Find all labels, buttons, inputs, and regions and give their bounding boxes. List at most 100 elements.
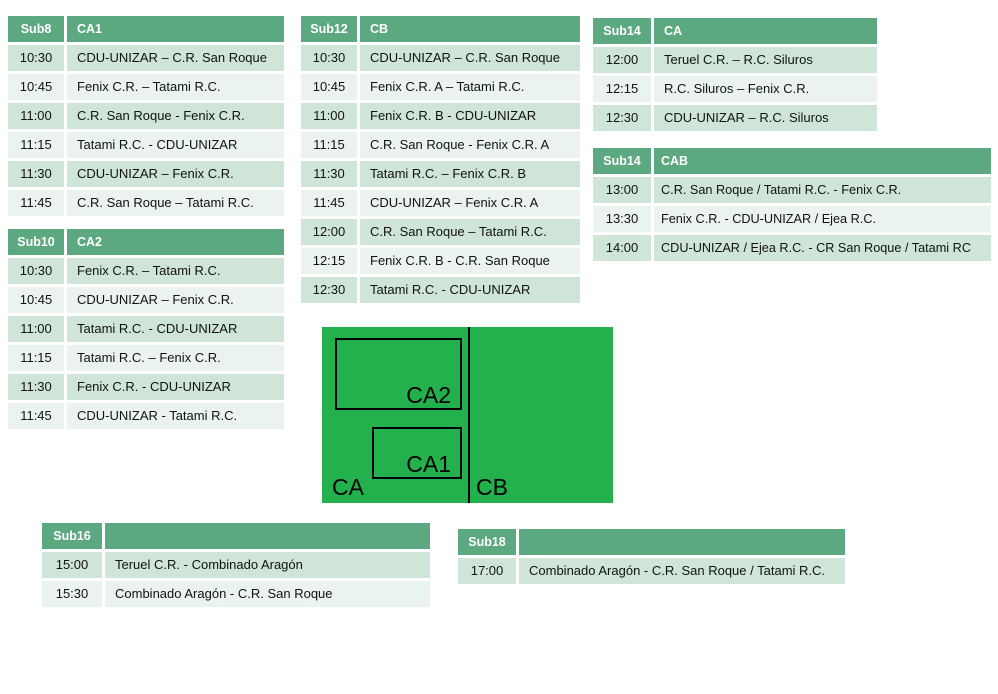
- pitch-diagram: CA2 CA1 CA CB: [322, 327, 613, 503]
- match-time: 17:00: [458, 558, 516, 584]
- match-teams: Fenix C.R. A – Tatami R.C.: [360, 74, 580, 100]
- match-teams: CDU-UNIZAR / Ejea R.C. - CR San Roque / …: [654, 235, 991, 261]
- match-teams: CDU-UNIZAR – Fenix C.R.: [67, 287, 284, 313]
- area-header: CA1: [67, 16, 284, 42]
- match-time: 11:45: [301, 190, 357, 216]
- match-time: 12:15: [593, 76, 651, 102]
- match-teams: R.C. Siluros – Fenix C.R.: [654, 76, 877, 102]
- pitch-area-ca2-label: CA2: [406, 381, 451, 408]
- match-time: 10:45: [301, 74, 357, 100]
- match-teams: Tatami R.C. - CDU-UNIZAR: [360, 277, 580, 303]
- match-time: 12:30: [593, 105, 651, 131]
- match-teams: CDU-UNIZAR - Tatami R.C.: [67, 403, 284, 429]
- match-teams: C.R. San Roque – Tatami R.C.: [360, 219, 580, 245]
- pitch-zone-cb-label: CB: [476, 473, 508, 500]
- match-teams: Tatami R.C. – Fenix C.R. B: [360, 161, 580, 187]
- match-time: 10:45: [8, 74, 64, 100]
- match-time: 10:30: [8, 258, 64, 284]
- area-header: CA2: [67, 229, 284, 255]
- match-time: 11:15: [8, 132, 64, 158]
- area-header: [519, 529, 845, 555]
- pitch-area-ca2: CA2: [335, 338, 462, 410]
- area-header: CB: [360, 16, 580, 42]
- match-teams: Fenix C.R. B - C.R. San Roque: [360, 248, 580, 274]
- match-time: 10:30: [301, 45, 357, 71]
- area-header: [105, 523, 430, 549]
- match-teams: Combinado Aragón - C.R. San Roque: [105, 581, 430, 607]
- match-teams: C.R. San Roque / Tatami R.C. - Fenix C.R…: [654, 177, 991, 203]
- pitch-zone-ca-label: CA: [332, 473, 364, 500]
- match-time: 10:30: [8, 45, 64, 71]
- match-teams: Tatami R.C. – Fenix C.R.: [67, 345, 284, 371]
- match-teams: Fenix C.R. B - CDU-UNIZAR: [360, 103, 580, 129]
- match-teams: Fenix C.R. - CDU-UNIZAR / Ejea R.C.: [654, 206, 991, 232]
- match-teams: CDU-UNIZAR – R.C. Siluros: [654, 105, 877, 131]
- match-teams: Teruel C.R. – R.C. Siluros: [654, 47, 877, 73]
- match-time: 11:15: [301, 132, 357, 158]
- match-teams: C.R. San Roque - Fenix C.R.: [67, 103, 284, 129]
- match-teams: CDU-UNIZAR – Fenix C.R.: [67, 161, 284, 187]
- match-teams: Tatami R.C. - CDU-UNIZAR: [67, 132, 284, 158]
- match-time: 11:30: [301, 161, 357, 187]
- area-header: CA: [654, 18, 877, 44]
- match-teams: Teruel C.R. - Combinado Aragón: [105, 552, 430, 578]
- category-header: Sub14: [593, 148, 651, 174]
- category-header: Sub18: [458, 529, 516, 555]
- pitch-area-ca1-label: CA1: [406, 450, 451, 477]
- pitch-area-ca1: CA1: [372, 427, 462, 479]
- match-teams: Tatami R.C. - CDU-UNIZAR: [67, 316, 284, 342]
- match-time: 11:30: [8, 374, 64, 400]
- match-time: 14:00: [593, 235, 651, 261]
- match-time: 12:15: [301, 248, 357, 274]
- match-time: 11:45: [8, 403, 64, 429]
- match-time: 11:15: [8, 345, 64, 371]
- match-teams: CDU-UNIZAR – C.R. San Roque: [67, 45, 284, 71]
- match-time: 13:30: [593, 206, 651, 232]
- match-teams: CDU-UNIZAR – C.R. San Roque: [360, 45, 580, 71]
- match-time: 10:45: [8, 287, 64, 313]
- category-header: Sub14: [593, 18, 651, 44]
- match-teams: Fenix C.R. – Tatami R.C.: [67, 258, 284, 284]
- match-teams: Fenix C.R. - CDU-UNIZAR: [67, 374, 284, 400]
- match-teams: Fenix C.R. – Tatami R.C.: [67, 74, 284, 100]
- match-time: 13:00: [593, 177, 651, 203]
- table-header-row: Sub16: [42, 523, 430, 549]
- match-teams: Combinado Aragón - C.R. San Roque / Tata…: [519, 558, 845, 584]
- category-header: Sub12: [301, 16, 357, 42]
- match-time: 12:00: [593, 47, 651, 73]
